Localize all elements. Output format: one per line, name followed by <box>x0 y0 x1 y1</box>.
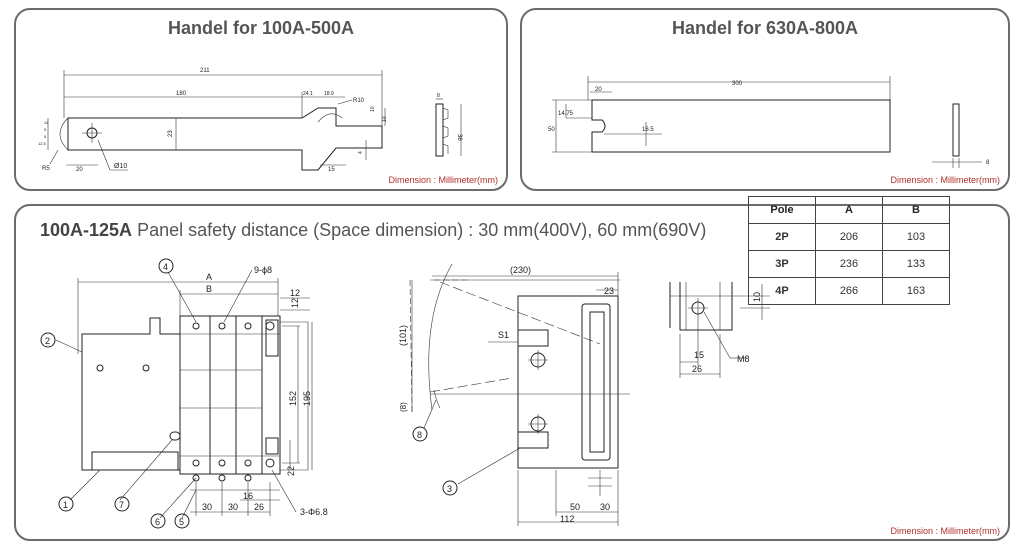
dim-label: 24.1 <box>303 91 313 97</box>
dim-label: 12 <box>290 288 300 298</box>
callout-8: 8 <box>417 430 422 440</box>
callout-4: 4 <box>163 262 168 272</box>
callout-1: 1 <box>63 500 68 510</box>
table-cell: 236 <box>815 250 883 278</box>
panel-title: Handel for 100A-500A <box>167 18 355 38</box>
table-row: 4P 266 163 <box>748 277 950 305</box>
dim-label: 20 <box>76 167 83 173</box>
dimension-note: Dimension : Millimeter(mm) <box>890 526 1000 536</box>
dim-label: 22 <box>286 466 296 476</box>
dim-label-b: B <box>206 284 212 294</box>
table-cell: 4P <box>748 277 816 305</box>
dim-label: 180 <box>176 91 187 97</box>
dim-label: 9-ϕ8 <box>254 265 272 275</box>
dim-label: 15 <box>694 350 704 360</box>
table-cell: 3P <box>748 250 816 278</box>
table-cell: 206 <box>815 223 883 251</box>
dim-label: 112 <box>560 514 574 524</box>
dim-label: Ø10 <box>114 163 127 170</box>
table-header-row: Pole A B <box>748 196 950 224</box>
dim-label: 26 <box>692 364 702 374</box>
safety-title: 100A-125A Panel safety distance (Space d… <box>40 220 706 241</box>
dim-label: 18.9 <box>324 91 334 97</box>
table-row: 2P 206 103 <box>748 223 950 251</box>
dim-label: 211 <box>200 68 210 74</box>
dim-label: 12 <box>290 298 300 308</box>
dim-label: 26 <box>254 502 264 512</box>
table-header: Pole <box>748 196 816 224</box>
table-cell: 266 <box>815 277 883 305</box>
dim-label: 30 <box>202 502 212 512</box>
callout-6: 6 <box>155 517 160 527</box>
table-cell: 2P <box>748 223 816 251</box>
dim-label: 4 <box>358 151 364 154</box>
dim-label: 30 <box>600 502 610 512</box>
dim-label: (101) <box>398 325 408 346</box>
table-cell: 103 <box>882 223 950 251</box>
dimension-note: Dimension : Millimeter(mm) <box>388 175 498 185</box>
dim-label: 23 <box>168 130 174 137</box>
panel-title: Handel for 630A-800A <box>671 18 859 38</box>
callout-3: 3 <box>447 484 452 494</box>
table-cell: 133 <box>882 250 950 278</box>
table-cell: 163 <box>882 277 950 305</box>
callout-5: 5 <box>179 517 184 527</box>
dim-label: 16 <box>243 491 253 501</box>
table-header: B <box>882 196 950 224</box>
dim-label: 14.75 <box>558 111 574 117</box>
dim-label: R5 <box>42 166 50 172</box>
dim-label: 5 <box>44 134 47 139</box>
dim-label: 10 <box>382 116 388 122</box>
dim-label: 11 <box>44 120 49 125</box>
dim-label: 36 <box>456 134 462 141</box>
dim-label: 152 <box>288 391 298 406</box>
dim-label: 50 <box>570 502 580 512</box>
dim-label: R10 <box>353 98 365 104</box>
dim-label: 30 <box>228 502 238 512</box>
pole-dimension-table: Pole A B 2P 206 103 3P 236 133 4P 266 16… <box>748 196 950 305</box>
dim-label: 8 <box>437 93 440 99</box>
callout-7: 7 <box>119 500 124 510</box>
dim-label: 20 <box>595 87 602 93</box>
dimension-note: Dimension : Millimeter(mm) <box>890 175 1000 185</box>
safety-title-text: Panel safety distance (Space dimension) … <box>132 220 707 240</box>
dim-label: 16.5 <box>642 127 654 133</box>
dim-label: 12.5 <box>38 141 47 146</box>
panel-handle-100-500: Handel for 100A-500A Dimension : Millime… <box>14 8 508 191</box>
table-row: 3P 236 133 <box>748 250 950 278</box>
dim-label: 10 <box>370 106 376 112</box>
dim-label: 50 <box>548 127 555 133</box>
dim-label: S1 <box>498 330 509 340</box>
dim-label: 3-Φ6.8 <box>300 507 328 517</box>
safety-title-rating: 100A-125A <box>40 220 133 240</box>
dim-label: (230) <box>510 265 531 275</box>
dim-label: 8 <box>986 160 990 166</box>
dim-label: 195 <box>302 391 312 406</box>
callout-2: 2 <box>45 336 50 346</box>
dim-label: 15 <box>328 167 335 173</box>
dim-label-a: A <box>206 272 212 282</box>
dim-label: M8 <box>737 354 750 364</box>
table-header: A <box>815 196 883 224</box>
dim-label: 300 <box>732 81 743 87</box>
dim-label: (8) <box>399 402 408 412</box>
dim-label: 23 <box>604 286 614 296</box>
dim-label: 5 <box>44 127 47 132</box>
